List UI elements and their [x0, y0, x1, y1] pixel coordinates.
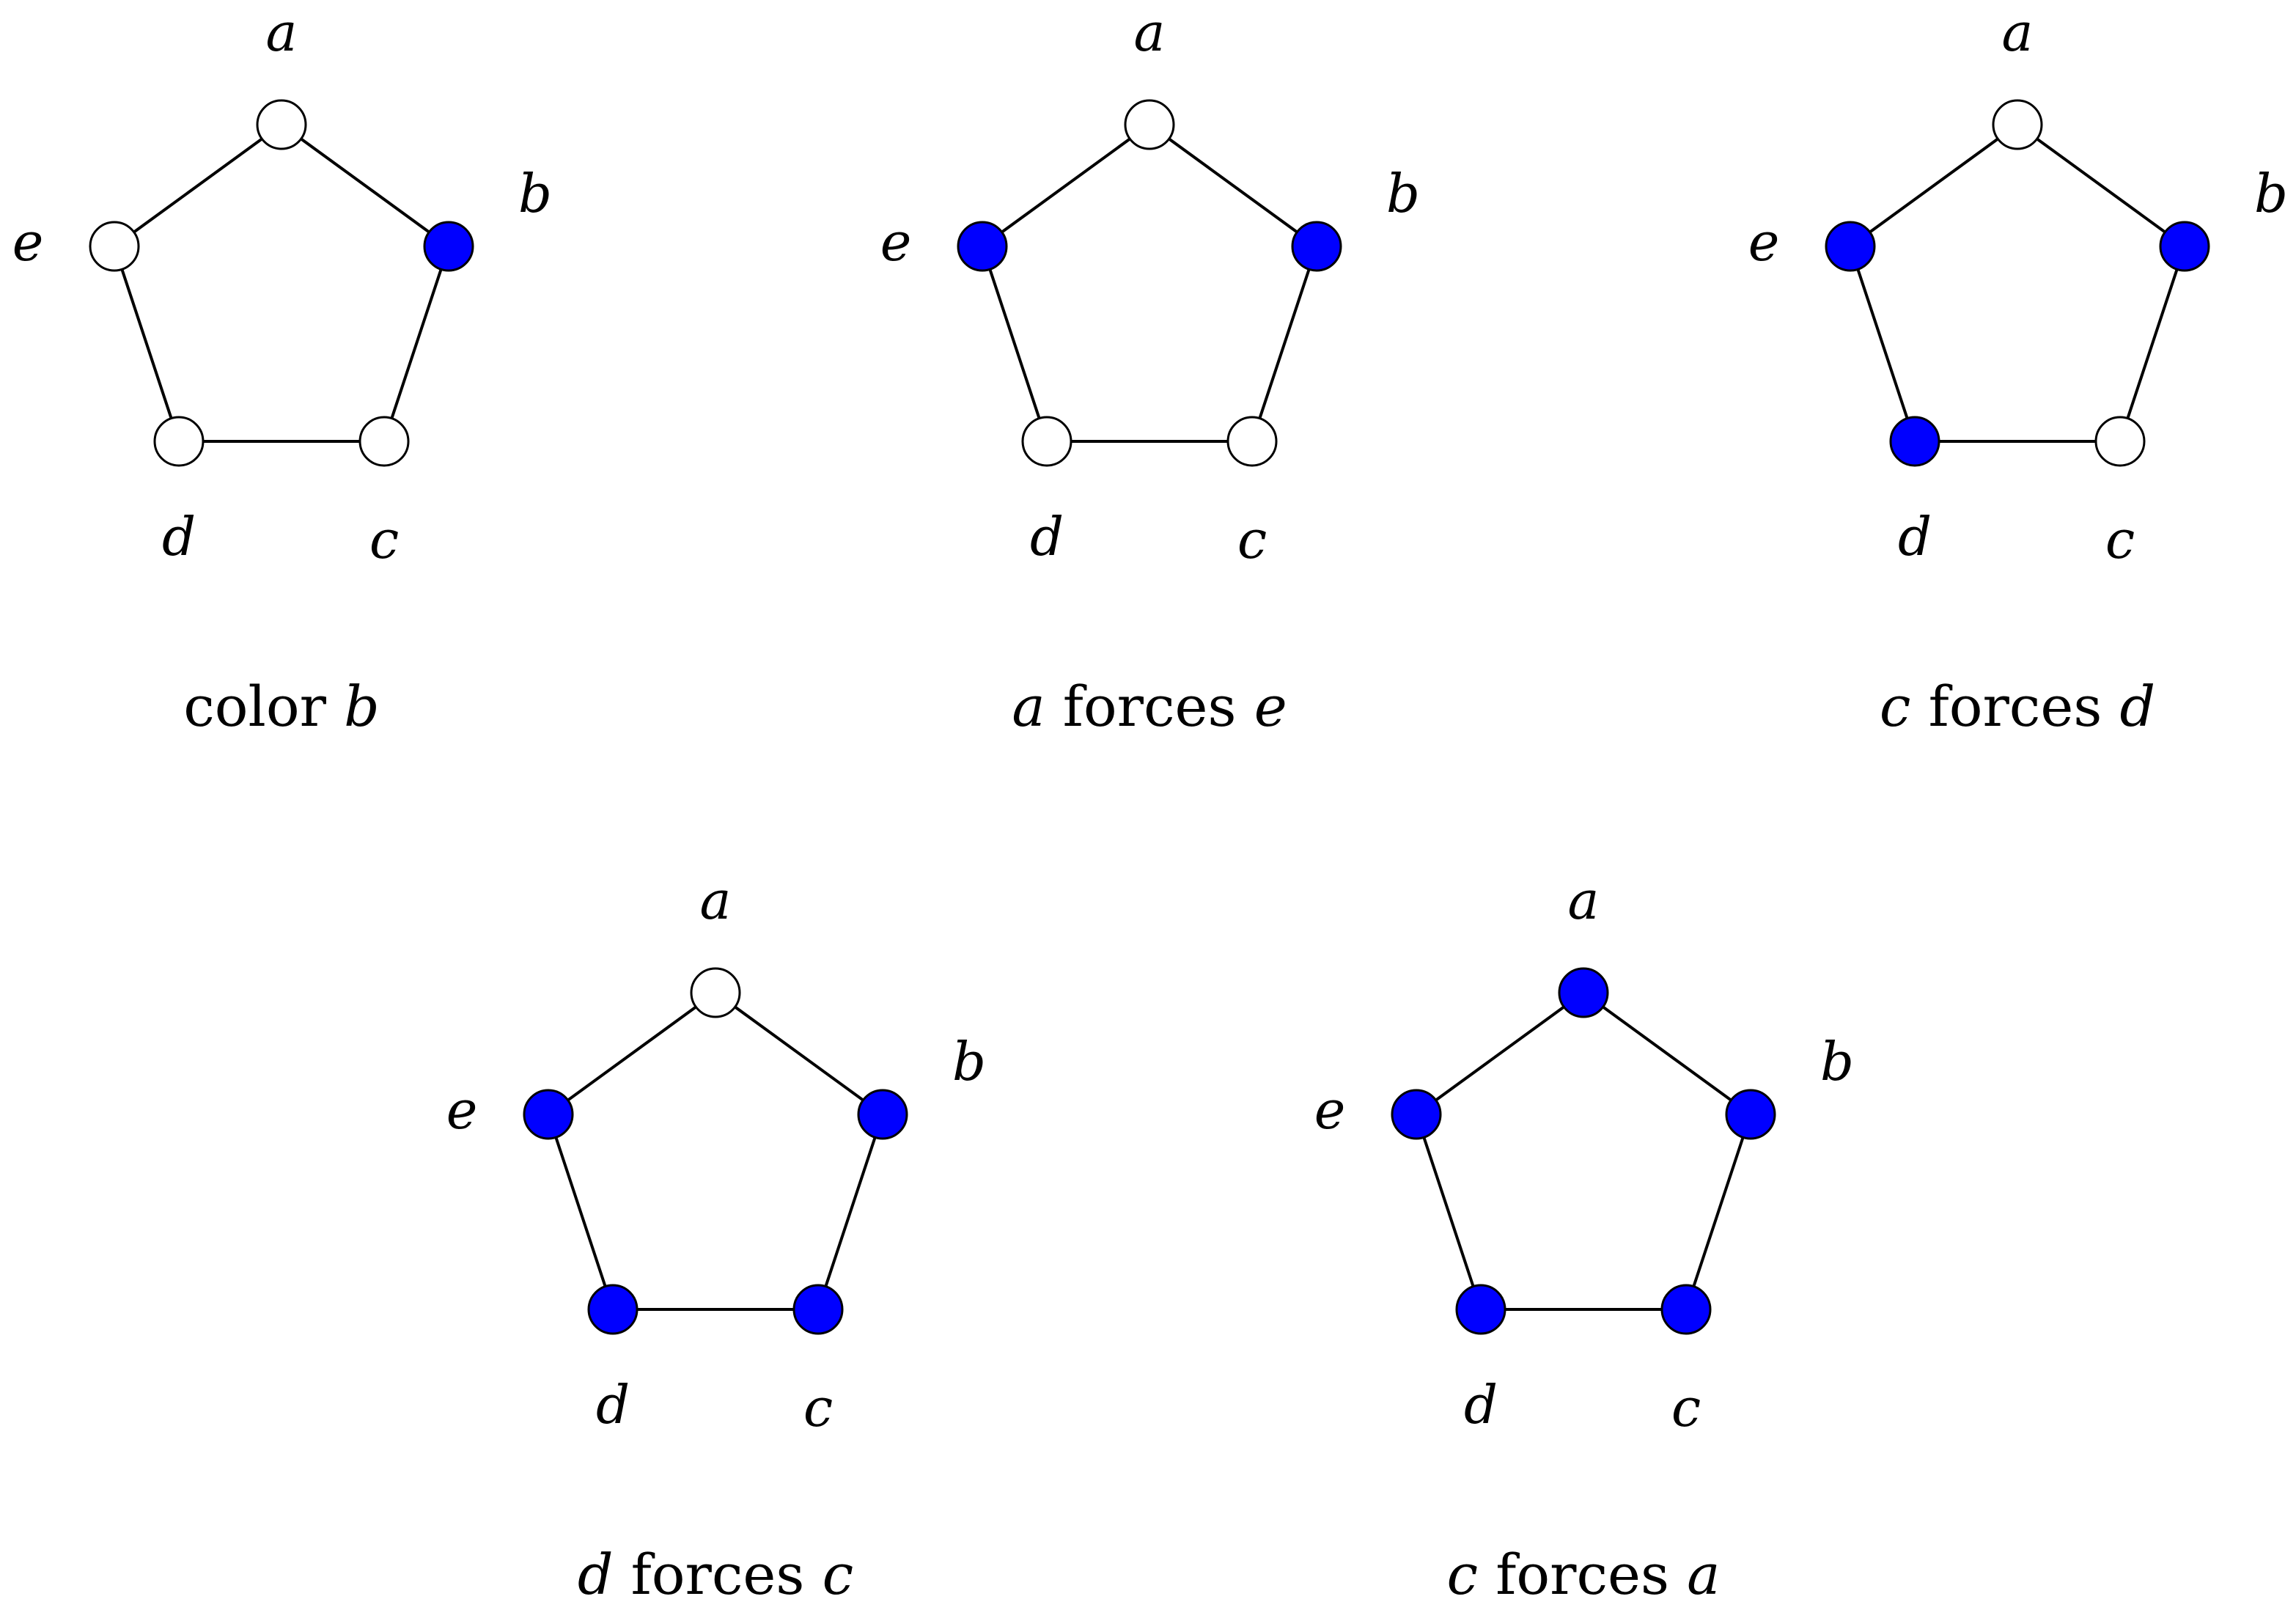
caption-var-1: c [1447, 1542, 1496, 1599]
vertex-label-e: e [446, 1079, 478, 1141]
edge-b-c [817, 1114, 884, 1310]
edge-b-c [2119, 246, 2186, 442]
vertex-b-filled [1291, 221, 1342, 272]
edge-e-a [1849, 123, 2019, 248]
vertex-c-empty [1226, 416, 1278, 467]
edge-a-b [1148, 123, 1318, 248]
caption-var-2: b [344, 674, 380, 739]
caption-word: forces [1929, 674, 2120, 739]
vertex-d-filled [587, 1284, 639, 1335]
edge-d-e [1415, 1114, 1482, 1310]
edge-b-c [383, 246, 450, 442]
vertex-e-filled [523, 1089, 574, 1140]
vertex-label-b: b [952, 1031, 986, 1092]
vertex-d-empty [153, 416, 205, 467]
vertex-label-a: a [700, 870, 732, 931]
vertex-d-filled [1889, 416, 1940, 467]
vertex-label-e: e [880, 211, 912, 273]
caption-var-2: d [2120, 674, 2156, 739]
caption-var-1: d [578, 1542, 631, 1599]
panel-4: a b c d e d forces c [446, 870, 986, 1599]
vertex-e-filled [1825, 221, 1876, 272]
vertex-label-c: c [803, 1377, 833, 1438]
vertex-a-empty [690, 967, 741, 1018]
vertex-a-empty [1992, 99, 2043, 150]
panel-3: a b c d e c forces d [1748, 1, 2288, 739]
vertex-b-filled [423, 221, 474, 272]
edge-a-b [280, 123, 450, 248]
vertex-c-filled [792, 1284, 844, 1335]
vertex-label-b: b [518, 163, 552, 224]
vertex-label-e: e [1748, 211, 1780, 273]
vertex-label-b: b [1820, 1031, 1854, 1092]
vertex-label-c: c [369, 509, 399, 570]
vertex-e-filled [1391, 1089, 1442, 1140]
caption-word: forces [631, 1542, 823, 1599]
edge-e-a [1415, 991, 1585, 1116]
vertex-e-empty [89, 221, 140, 272]
vertex-label-e: e [1314, 1079, 1346, 1141]
edge-b-c [1685, 1114, 1752, 1310]
vertex-a-empty [256, 99, 307, 150]
panel-caption: c forces a [1447, 1542, 1721, 1599]
panel-caption: d forces c [578, 1542, 853, 1599]
edge-a-b [1582, 991, 1752, 1116]
edge-e-a [113, 123, 283, 248]
caption-var-2: a [1687, 1542, 1720, 1599]
vertex-label-d: d [1030, 506, 1064, 567]
vertex-label-d: d [162, 506, 196, 567]
vertex-label-d: d [1464, 1374, 1498, 1436]
vertex-c-empty [2094, 416, 2146, 467]
vertex-b-filled [857, 1089, 908, 1140]
panel-1: a b c d e color b [12, 1, 552, 739]
caption-var-1: c [1880, 674, 1929, 739]
edge-b-c [1251, 246, 1318, 442]
vertex-label-d: d [1898, 506, 1932, 567]
caption-var-1: a [1012, 674, 1062, 739]
edge-d-e [113, 246, 180, 442]
vertex-c-empty [358, 416, 410, 467]
edge-a-b [714, 991, 884, 1116]
vertex-label-c: c [1237, 509, 1267, 570]
panel-5: a b c d e c forces a [1314, 870, 1854, 1599]
vertex-label-b: b [2254, 163, 2288, 224]
caption-word: forces [1495, 1542, 1687, 1599]
panel-caption: c forces d [1880, 674, 2155, 739]
edge-e-a [547, 991, 717, 1116]
caption-var-2: e [1254, 674, 1287, 739]
panel-caption: color b [183, 674, 380, 739]
vertex-label-a: a [1134, 1, 1166, 63]
caption-word: forces [1063, 674, 1254, 739]
vertex-b-filled [1725, 1089, 1776, 1140]
edge-d-e [981, 246, 1048, 442]
vertex-label-c: c [2105, 509, 2135, 570]
edge-d-e [1849, 246, 1916, 442]
caption-var-2: c [823, 1542, 854, 1599]
edge-a-b [2016, 123, 2186, 248]
vertex-d-empty [1021, 416, 1072, 467]
vertex-label-a: a [2002, 1, 2034, 63]
vertex-a-empty [1124, 99, 1175, 150]
panel-caption: a forces e [1012, 674, 1287, 739]
vertex-a-filled [1558, 967, 1609, 1018]
vertex-label-b: b [1386, 163, 1420, 224]
vertex-label-c: c [1671, 1377, 1701, 1438]
vertex-b-filled [2159, 221, 2210, 272]
caption-word: color [183, 674, 344, 739]
vertex-label-a: a [1568, 870, 1600, 931]
vertex-c-filled [1660, 1284, 1712, 1335]
vertex-e-filled [957, 221, 1008, 272]
edge-d-e [547, 1114, 614, 1310]
vertex-label-d: d [596, 1374, 630, 1436]
vertex-label-e: e [12, 211, 44, 273]
edge-e-a [981, 123, 1151, 248]
vertex-d-filled [1455, 1284, 1506, 1335]
vertex-label-a: a [266, 1, 298, 63]
